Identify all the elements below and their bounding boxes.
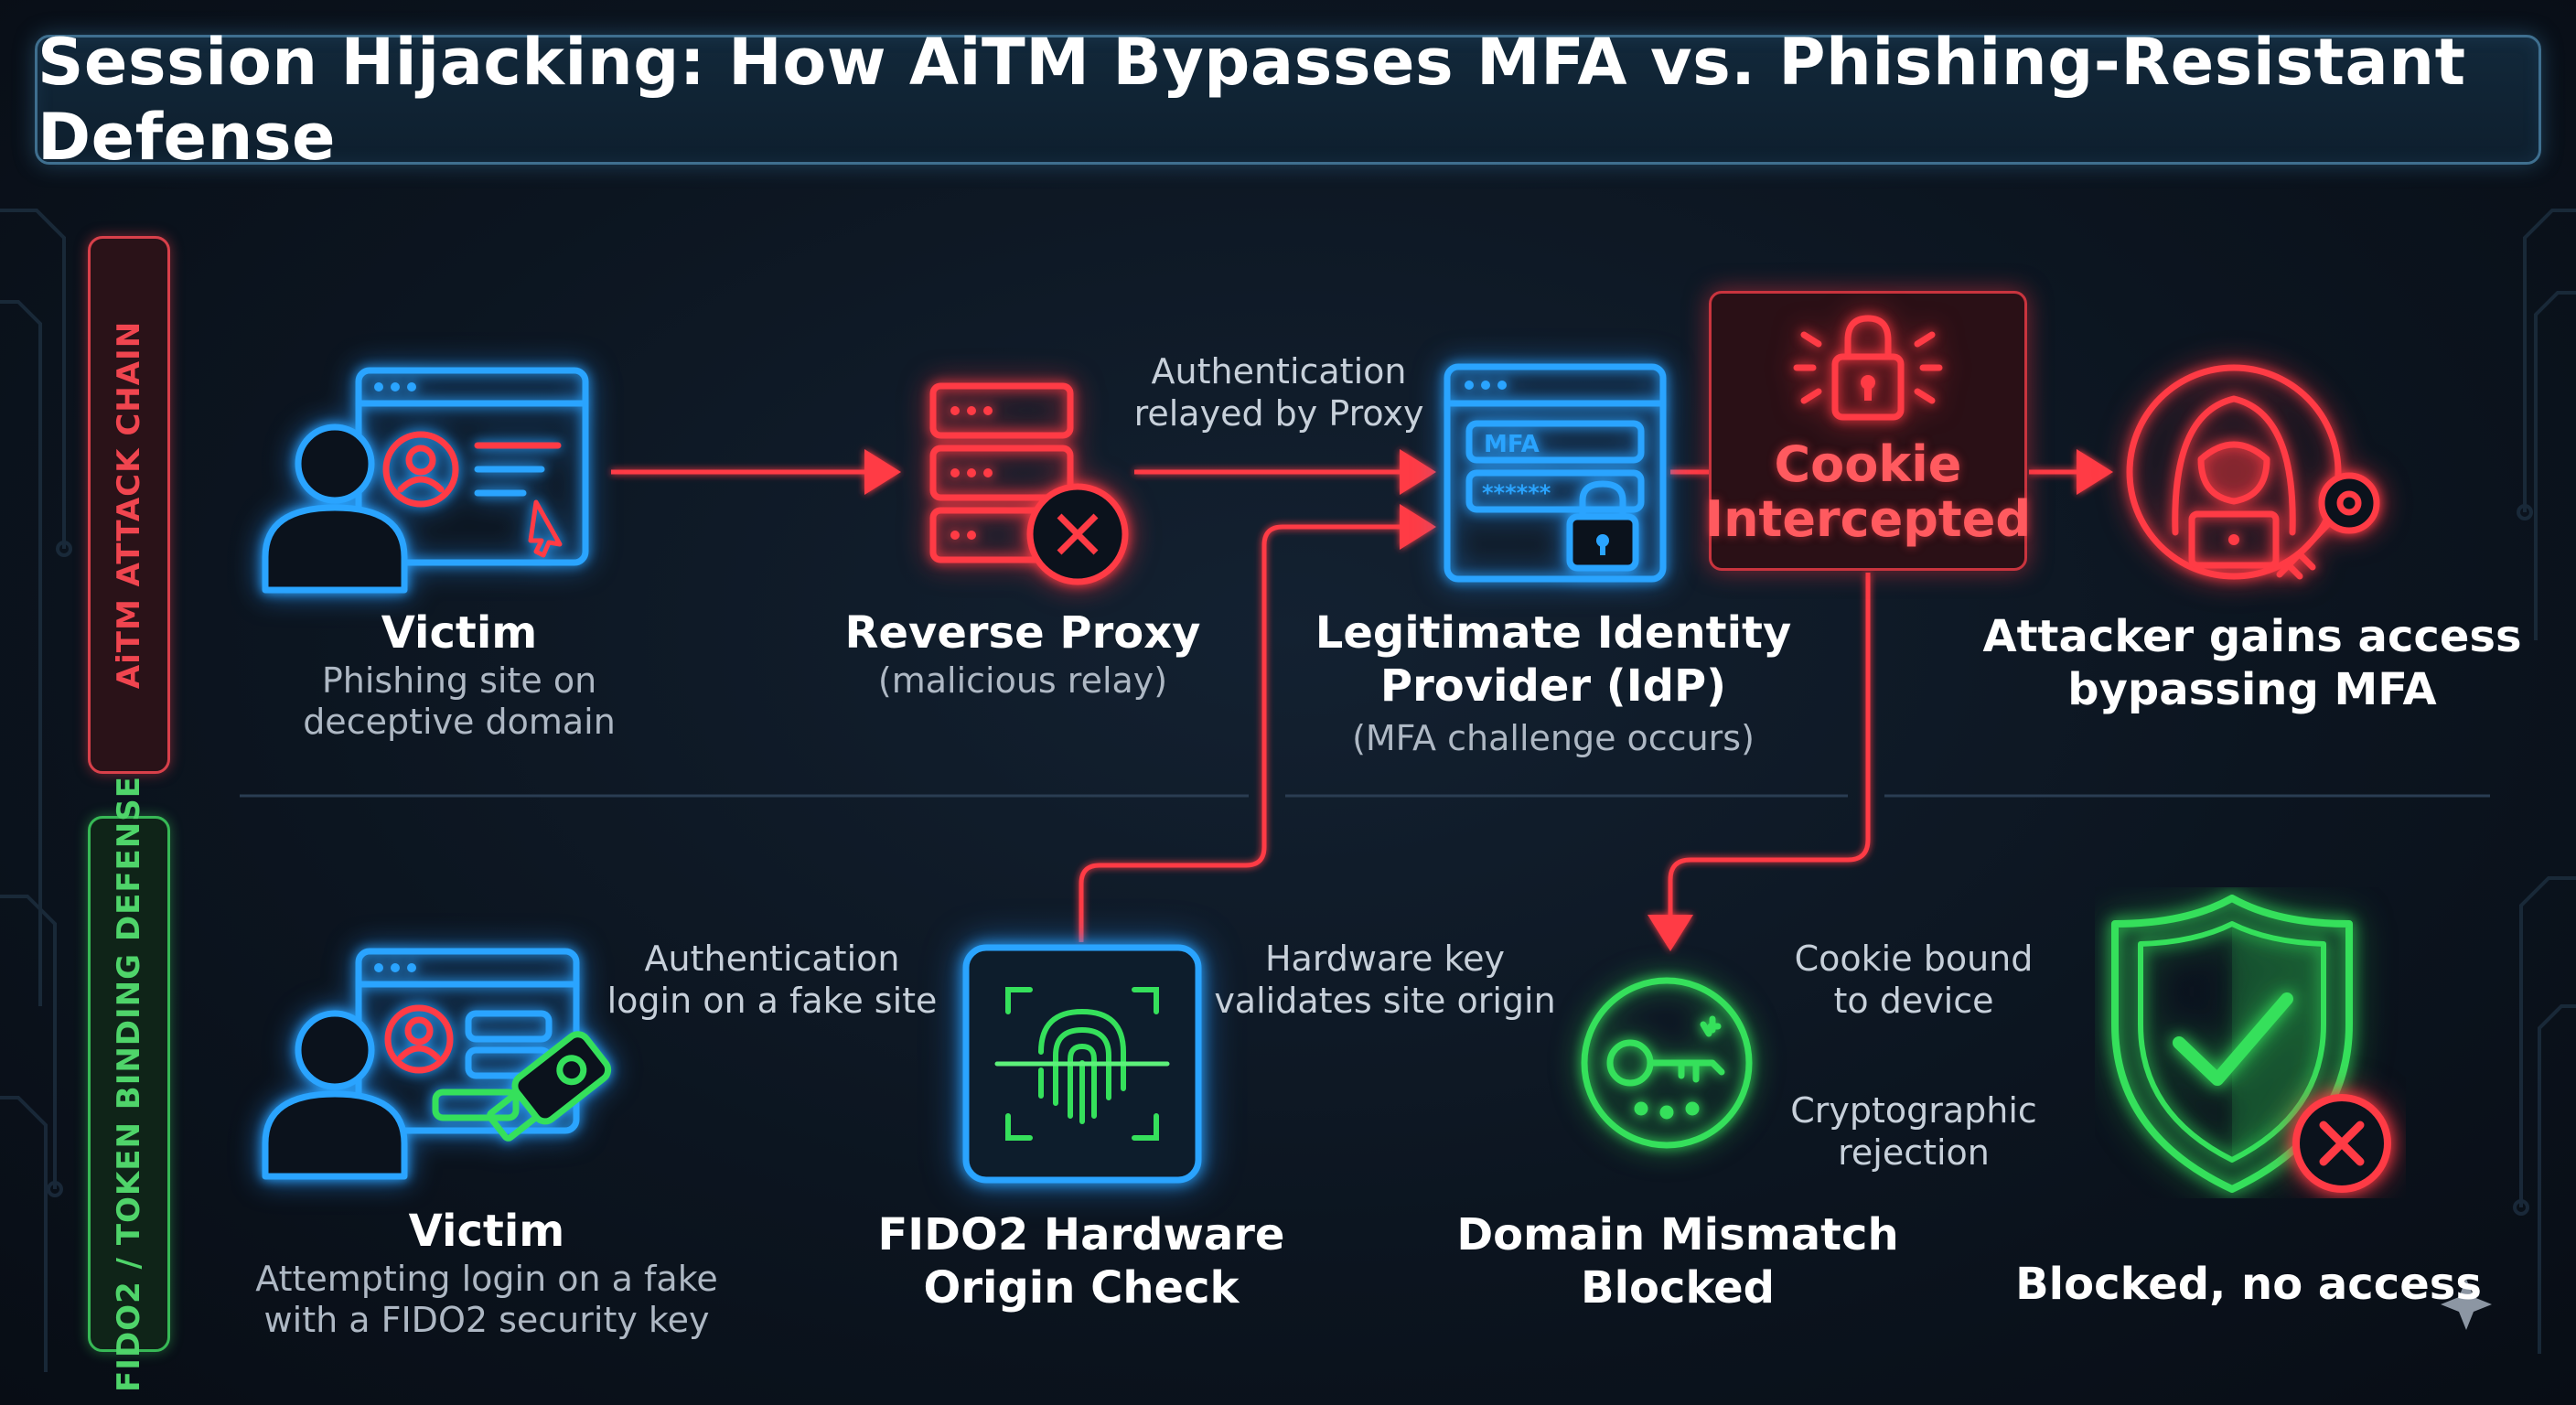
- proxy-subtitle: (malicious relay): [877, 660, 1168, 701]
- lane-label-defense: FIDO2 / TOKEN BINDING DEFENSE: [88, 776, 170, 1392]
- fido-label: FIDO2 Hardware Origin Check: [878, 1209, 1285, 1314]
- defense-victim-sub-1: Attempting login on a fake: [255, 1258, 718, 1299]
- edge-origin-line2: validates site origin: [1214, 980, 1556, 1021]
- blocked-title: Blocked, no access: [2015, 1259, 2482, 1310]
- fido-title-1: FIDO2 Hardware: [877, 1209, 1285, 1260]
- padlock-alert-icon: [1793, 315, 1943, 421]
- sparkle-icon: [2441, 1279, 2492, 1330]
- edge-fake-login-line2: login on a fake site: [606, 980, 938, 1021]
- edge-relayed-line1: Authentication: [1151, 351, 1407, 391]
- reverse-proxy-server-icon: [929, 382, 1129, 585]
- defense-victim-title: Victim: [408, 1206, 565, 1257]
- attacker-title-1: Attacker gains access: [1982, 611, 2522, 662]
- edge-label-origin: Hardware key validates site origin: [1214, 938, 1555, 1022]
- circuit-traces: [0, 209, 2576, 1372]
- cookie-intercepted-label: Cookie Intercepted: [1705, 435, 2031, 549]
- lane-label-attack: AiTM ATTACK CHAIN: [88, 236, 170, 774]
- domain-key-blocked-icon: [1581, 977, 1753, 1149]
- cookie-label-line2: Intercepted: [1705, 490, 2031, 549]
- fido-title-2: Origin Check: [923, 1261, 1240, 1314]
- edge-relayed-line2: relayed by Proxy: [1133, 392, 1424, 434]
- edge-fake-login-line1: Authentication: [644, 938, 900, 979]
- edge-cookie-to-domain: [1648, 573, 1871, 951]
- shield-check-icon: [2111, 895, 2391, 1193]
- domain-title-1: Domain Mismatch: [1456, 1209, 1899, 1260]
- identity-provider-login-icon: MFA ******: [1444, 363, 1667, 583]
- attack-victim-sub-2: deceptive domain: [303, 702, 616, 743]
- attack-victim-sub-1: Phishing site on: [321, 660, 597, 701]
- edge-crypto-line1: Cryptographic: [1790, 1090, 2037, 1131]
- proxy-title: Reverse Proxy: [844, 607, 1201, 659]
- edge-cookie-bound-line1: Cookie bound: [1794, 938, 2034, 979]
- blocked-label: Blocked, no access: [2015, 1259, 2482, 1312]
- defense-victim-sub-2: with a FIDO2 security key: [263, 1300, 710, 1341]
- edge-label-cookie-bound: Cookie bound to device: [1795, 938, 2034, 1022]
- red-x-icon: [2292, 1094, 2391, 1193]
- edge-origin-line1: Hardware key: [1264, 938, 1506, 979]
- cookie-intercepted-box: [1709, 291, 2027, 571]
- victim-security-key-icon: [262, 948, 612, 1180]
- idp-subtitle: (MFA challenge occurs): [1352, 718, 1755, 759]
- attack-victim-title: Victim: [381, 607, 538, 659]
- page-title: Session Hijacking: How AiTM Bypasses MFA…: [38, 25, 2466, 175]
- edge-crypto-line2: rejection: [1838, 1132, 1990, 1173]
- edge-label-crypto: Cryptographic rejection: [1790, 1090, 2037, 1174]
- attack-victim-label: Victim Phishing site on deceptive domain: [303, 607, 616, 744]
- attacker-label: Attacker gains access bypassing MFA: [1982, 611, 2521, 716]
- victim-phishing-icon: [262, 367, 589, 594]
- domain-title-2: Blocked: [1580, 1261, 1776, 1314]
- proxy-label: Reverse Proxy (malicious relay): [845, 607, 1201, 702]
- idp-title-1: Legitimate Identity: [1315, 607, 1792, 659]
- edge-cookie-bound-line2: to device: [1833, 980, 1994, 1021]
- idp-field-mfa: MFA: [1484, 431, 1540, 458]
- domain-label: Domain Mismatch Blocked: [1456, 1209, 1898, 1314]
- idp-title-2: Provider (IdP): [1379, 660, 1727, 712]
- idp-label: Legitimate Identity Provider (IdP) (MFA …: [1315, 607, 1792, 760]
- attacker-title-2: bypassing MFA: [2067, 663, 2437, 715]
- edge-label-fake-login: Authentication login on a fake site: [607, 938, 938, 1022]
- title-banner: Session Hijacking: How AiTM Bypasses MFA…: [35, 25, 2541, 175]
- edge-label-relayed: Authentication relayed by Proxy: [1134, 351, 1424, 434]
- lane-attack-text: AiTM ATTACK CHAIN: [111, 320, 147, 690]
- idp-field-password: ******: [1482, 480, 1551, 506]
- defense-victim-label: Victim Attempting login on a fake with a…: [255, 1206, 718, 1342]
- edge-fido-to-idp: [1079, 504, 1436, 942]
- fingerprint-scanner-icon: [962, 944, 1202, 1184]
- cookie-label-line1: Cookie: [1774, 435, 1962, 493]
- lane-defense-text: FIDO2 / TOKEN BINDING DEFENSE: [111, 776, 147, 1392]
- attacker-hacker-icon: [2126, 364, 2380, 580]
